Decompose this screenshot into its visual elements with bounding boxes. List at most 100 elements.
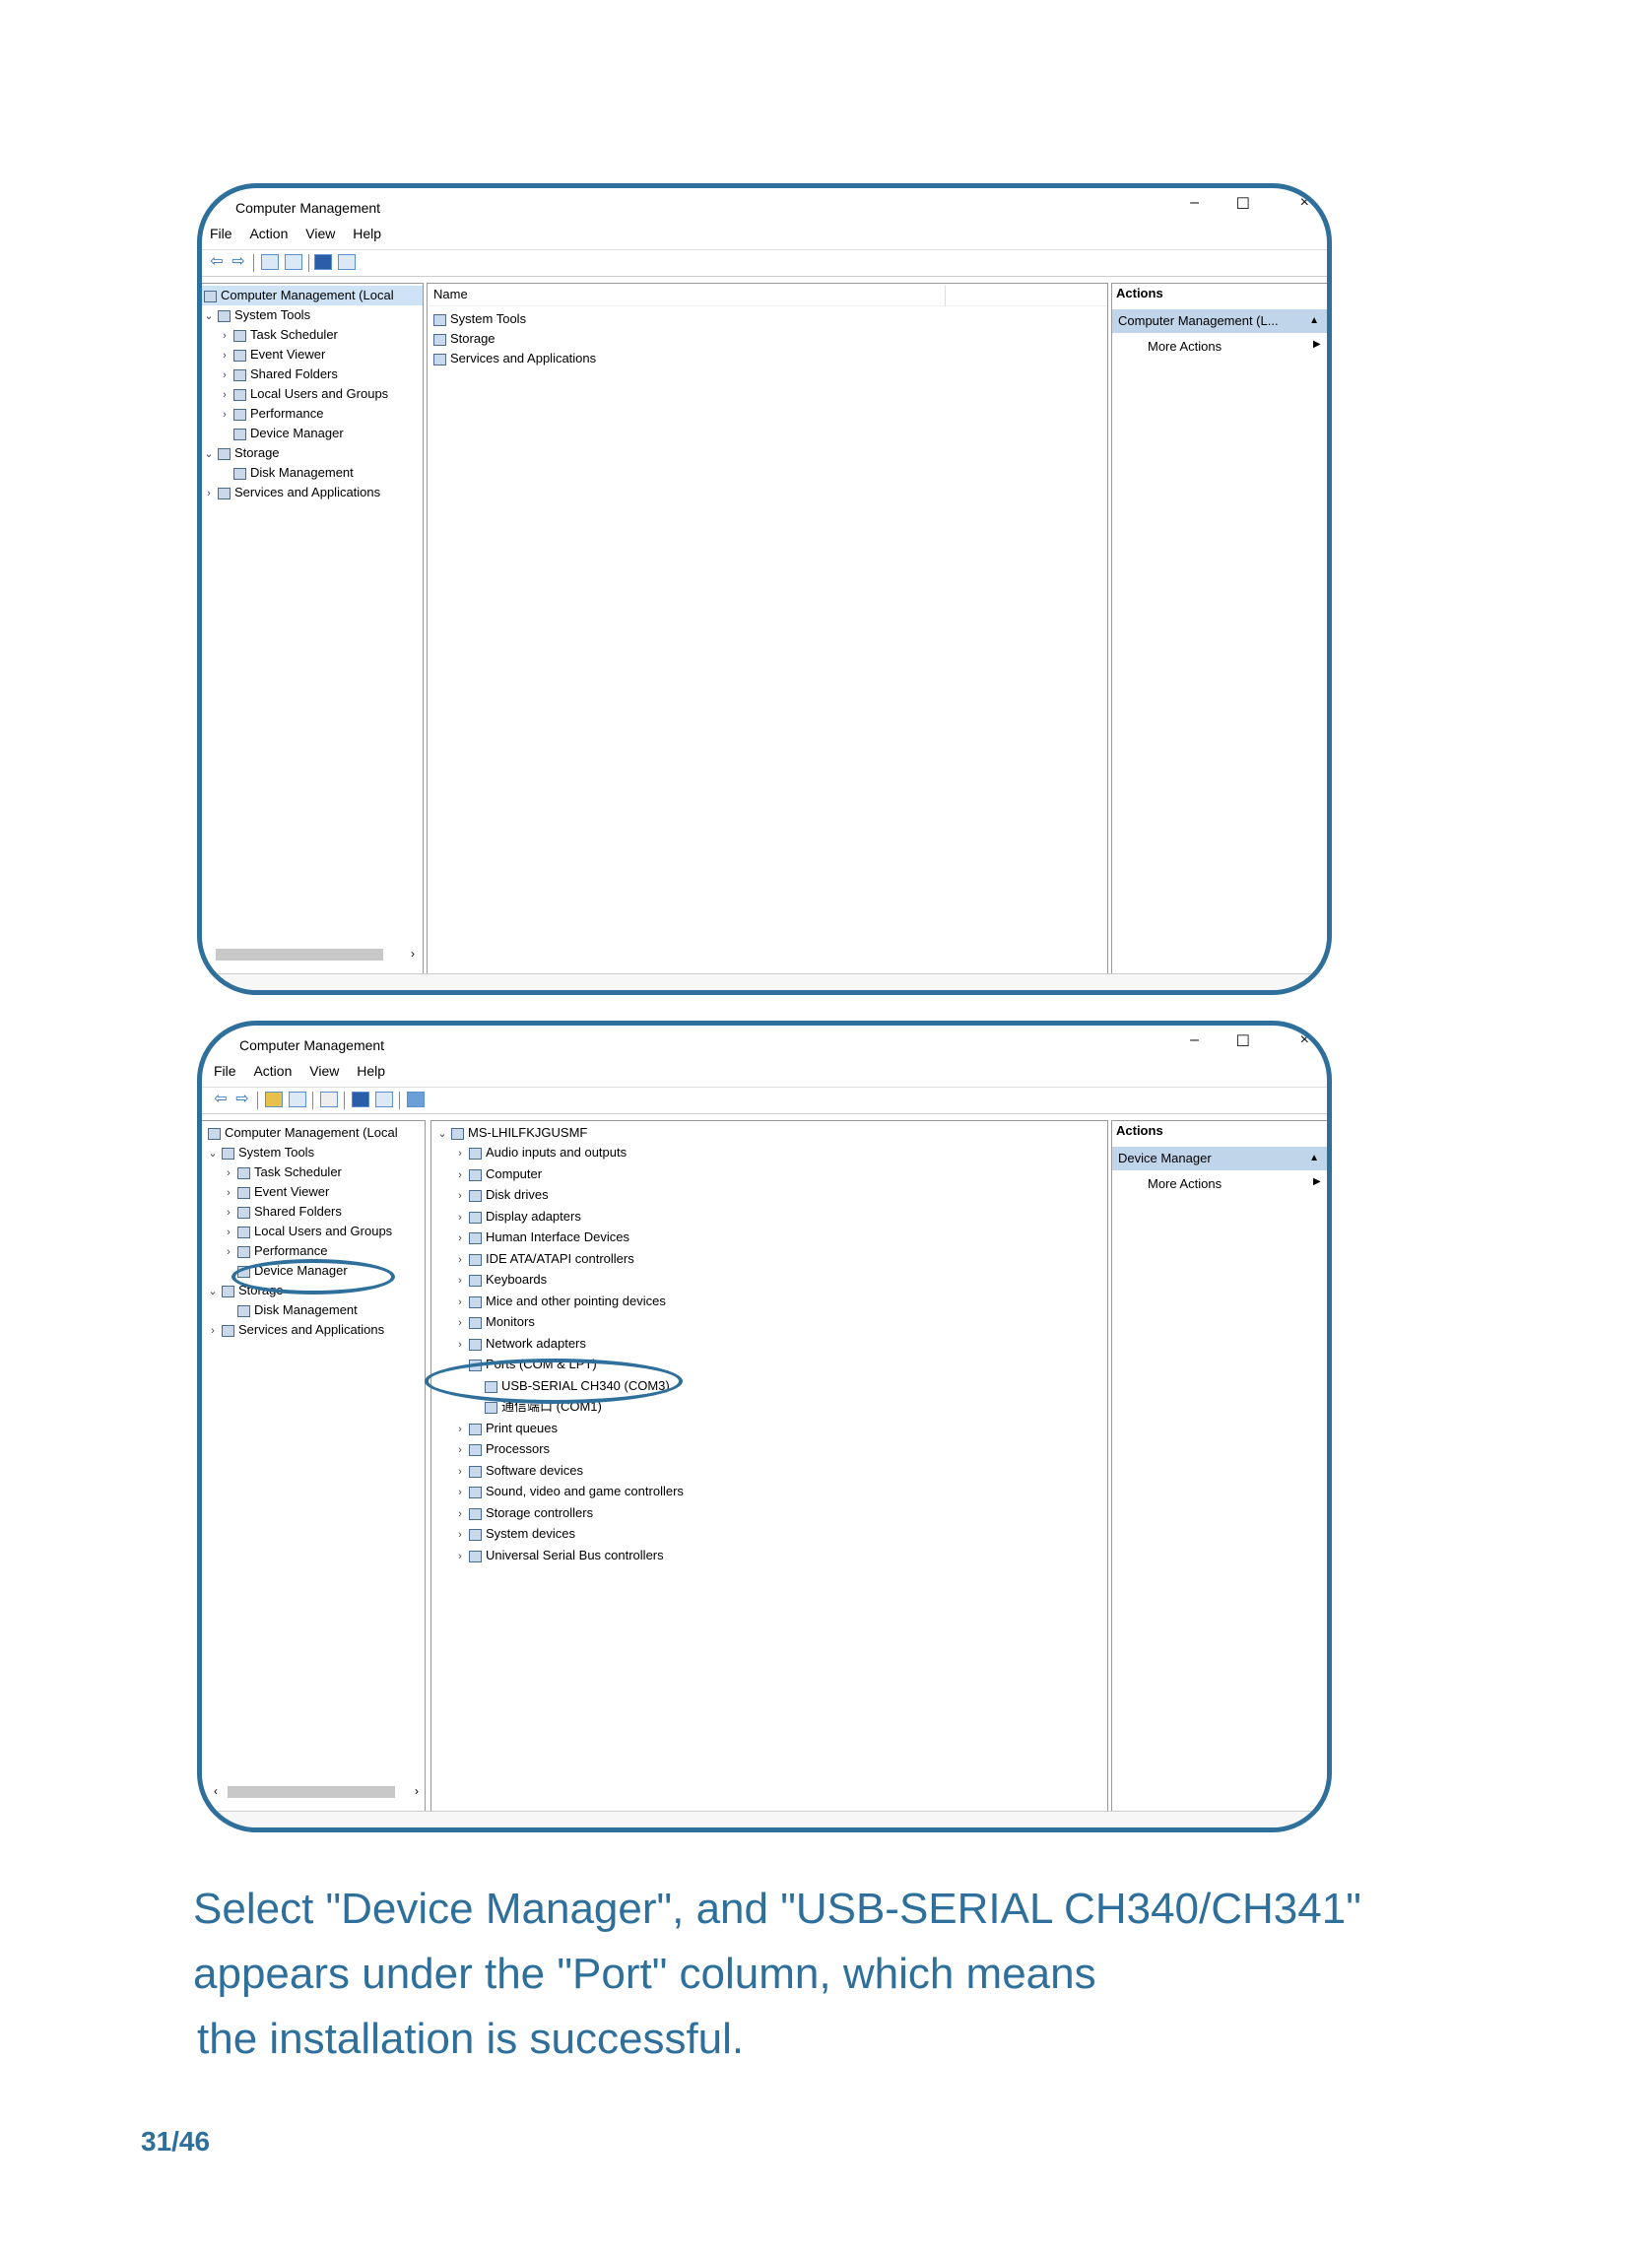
chevron-right-icon[interactable]: ›: [458, 1295, 462, 1308]
more-actions-link[interactable]: More Actions▶: [1148, 1176, 1321, 1191]
tree-item-event-viewer[interactable]: ›Event Viewer: [227, 1184, 330, 1200]
tree-item-event-viewer[interactable]: ›Event Viewer: [223, 347, 326, 363]
device-item[interactable]: ›Mice and other pointing devices: [453, 1292, 666, 1311]
device-item[interactable]: ›Sound, video and game controllers: [453, 1482, 684, 1501]
device-item[interactable]: USB-SERIAL CH340 (COM3): [483, 1376, 670, 1396]
chevron-right-icon[interactable]: ›: [458, 1253, 462, 1266]
tree-item-system-tools[interactable]: ⌄System Tools: [208, 1145, 315, 1161]
device-item[interactable]: ›Software devices: [453, 1461, 583, 1481]
monitor-icon[interactable]: [407, 1092, 425, 1107]
chevron-right-icon[interactable]: ›: [458, 1444, 462, 1456]
list-item-storage[interactable]: Storage: [431, 329, 496, 349]
maximize-button[interactable]: ☐: [1235, 196, 1250, 213]
chevron-right-icon[interactable]: ›: [458, 1275, 462, 1287]
forward-arrow-icon[interactable]: ⇨: [231, 253, 245, 270]
menu-action[interactable]: Action: [253, 1063, 293, 1079]
more-actions-link[interactable]: More Actions▶: [1148, 339, 1321, 354]
chevron-right-icon[interactable]: ›: [458, 1423, 462, 1435]
horizontal-scrollbar[interactable]: ‹ ›: [214, 1784, 421, 1800]
tree-item-device-manager[interactable]: Device Manager: [231, 424, 344, 443]
close-button[interactable]: ×: [1299, 194, 1309, 211]
chevron-right-icon[interactable]: ›: [458, 1190, 462, 1202]
show-hide-tree-icon[interactable]: [289, 1092, 306, 1107]
tree-item-task-scheduler[interactable]: ›Task Scheduler: [223, 327, 338, 343]
device-root[interactable]: ⌄MS-LHILFKJGUSMF: [437, 1125, 588, 1141]
device-item[interactable]: ›Computer: [453, 1164, 542, 1184]
tree-item-performance[interactable]: ›Performance: [223, 406, 324, 422]
back-arrow-icon[interactable]: ⇦: [210, 253, 224, 270]
properties-icon[interactable]: [320, 1092, 338, 1107]
device-item[interactable]: ›IDE ATA/ATAPI controllers: [453, 1249, 634, 1269]
tree-item-disk-management[interactable]: Disk Management: [231, 463, 354, 483]
menu-view[interactable]: View: [309, 1063, 340, 1079]
device-item[interactable]: ›Storage controllers: [453, 1503, 593, 1523]
column-header-name[interactable]: Name: [428, 284, 1107, 306]
chevron-right-icon[interactable]: ›: [458, 1487, 462, 1498]
chevron-down-icon[interactable]: ⌄: [455, 1360, 465, 1371]
device-item[interactable]: ›Disk drives: [453, 1185, 549, 1205]
menu-file[interactable]: File: [210, 226, 232, 241]
menu-view[interactable]: View: [305, 226, 336, 241]
list-item-system-tools[interactable]: System Tools: [431, 309, 526, 329]
device-item[interactable]: 通信端口 (COM1): [483, 1397, 602, 1417]
tree-item-shared-folders[interactable]: ›Shared Folders: [223, 366, 338, 382]
maximize-button[interactable]: ☐: [1235, 1033, 1250, 1050]
forward-arrow-icon[interactable]: ⇨: [235, 1091, 249, 1107]
tree-item-computer-management[interactable]: Computer Management (Local: [202, 286, 423, 305]
minimize-button[interactable]: –: [1190, 194, 1199, 211]
tree-item-services[interactable]: ›Services and Applications: [207, 485, 381, 500]
tree-item-services[interactable]: ›Services and Applications: [211, 1322, 385, 1338]
device-item[interactable]: ›Network adapters: [453, 1334, 586, 1354]
device-item[interactable]: ›Processors: [453, 1439, 550, 1459]
chevron-right-icon[interactable]: ›: [458, 1232, 462, 1244]
device-item[interactable]: ›Display adapters: [453, 1207, 581, 1227]
menu-file[interactable]: File: [214, 1063, 236, 1079]
chevron-right-icon[interactable]: ›: [458, 1317, 462, 1329]
chevron-right-icon[interactable]: ›: [458, 1465, 462, 1478]
scrollbar-thumb[interactable]: [228, 1786, 395, 1798]
properties-icon[interactable]: [338, 254, 356, 270]
horizontal-scrollbar[interactable]: ›: [210, 947, 417, 963]
chevron-right-icon[interactable]: ›: [458, 1529, 462, 1541]
chevron-right-icon[interactable]: ›: [458, 1168, 462, 1181]
list-item-services[interactable]: Services and Applications: [431, 349, 596, 368]
tree-item-device-manager[interactable]: Device Manager: [235, 1261, 348, 1281]
export-list-icon[interactable]: [285, 254, 302, 270]
up-folder-icon[interactable]: [265, 1092, 283, 1107]
device-item[interactable]: ›Monitors: [453, 1312, 535, 1332]
device-item[interactable]: ›System devices: [453, 1524, 575, 1544]
show-hide-tree-icon[interactable]: [261, 254, 279, 270]
tree-item-performance[interactable]: ›Performance: [227, 1243, 328, 1259]
device-item[interactable]: ›Print queues: [453, 1419, 558, 1438]
device-item[interactable]: ›Universal Serial Bus controllers: [453, 1546, 664, 1565]
scrollbar-thumb[interactable]: [216, 949, 383, 961]
show-hide-action-icon[interactable]: [375, 1092, 393, 1107]
menu-help[interactable]: Help: [353, 226, 382, 241]
device-item[interactable]: ›Audio inputs and outputs: [453, 1143, 627, 1162]
tree-item-task-scheduler[interactable]: ›Task Scheduler: [227, 1164, 342, 1180]
menu-help[interactable]: Help: [357, 1063, 386, 1079]
device-item[interactable]: ›Keyboards: [453, 1270, 547, 1290]
device-item[interactable]: ⌄Ports (COM & LPT): [453, 1355, 597, 1374]
tree-item-computer-management[interactable]: Computer Management (Local: [206, 1123, 398, 1143]
chevron-right-icon[interactable]: ›: [458, 1507, 462, 1520]
help-icon[interactable]: [314, 254, 332, 270]
tree-item-storage[interactable]: ⌄Storage: [208, 1283, 284, 1298]
chevron-right-icon[interactable]: ›: [458, 1338, 462, 1351]
tree-item-shared-folders[interactable]: ›Shared Folders: [227, 1204, 342, 1220]
actions-section-header[interactable]: Computer Management (L...▲: [1112, 309, 1327, 333]
scroll-right-icon[interactable]: ›: [415, 1784, 419, 1798]
chevron-right-icon[interactable]: ›: [458, 1148, 462, 1160]
tree-item-system-tools[interactable]: ⌄System Tools: [204, 307, 311, 323]
scroll-left-icon[interactable]: ‹: [214, 1784, 218, 1798]
actions-section-header[interactable]: Device Manager▲: [1112, 1147, 1327, 1170]
help-icon[interactable]: [352, 1092, 369, 1107]
tree-item-storage[interactable]: ⌄Storage: [204, 445, 280, 461]
close-button[interactable]: ×: [1299, 1031, 1309, 1048]
chevron-right-icon[interactable]: ›: [458, 1211, 462, 1224]
scroll-right-icon[interactable]: ›: [411, 947, 415, 961]
tree-item-local-users[interactable]: ›Local Users and Groups: [227, 1224, 393, 1239]
tree-item-local-users[interactable]: ›Local Users and Groups: [223, 386, 389, 402]
device-item[interactable]: ›Human Interface Devices: [453, 1228, 629, 1247]
minimize-button[interactable]: –: [1190, 1031, 1199, 1048]
